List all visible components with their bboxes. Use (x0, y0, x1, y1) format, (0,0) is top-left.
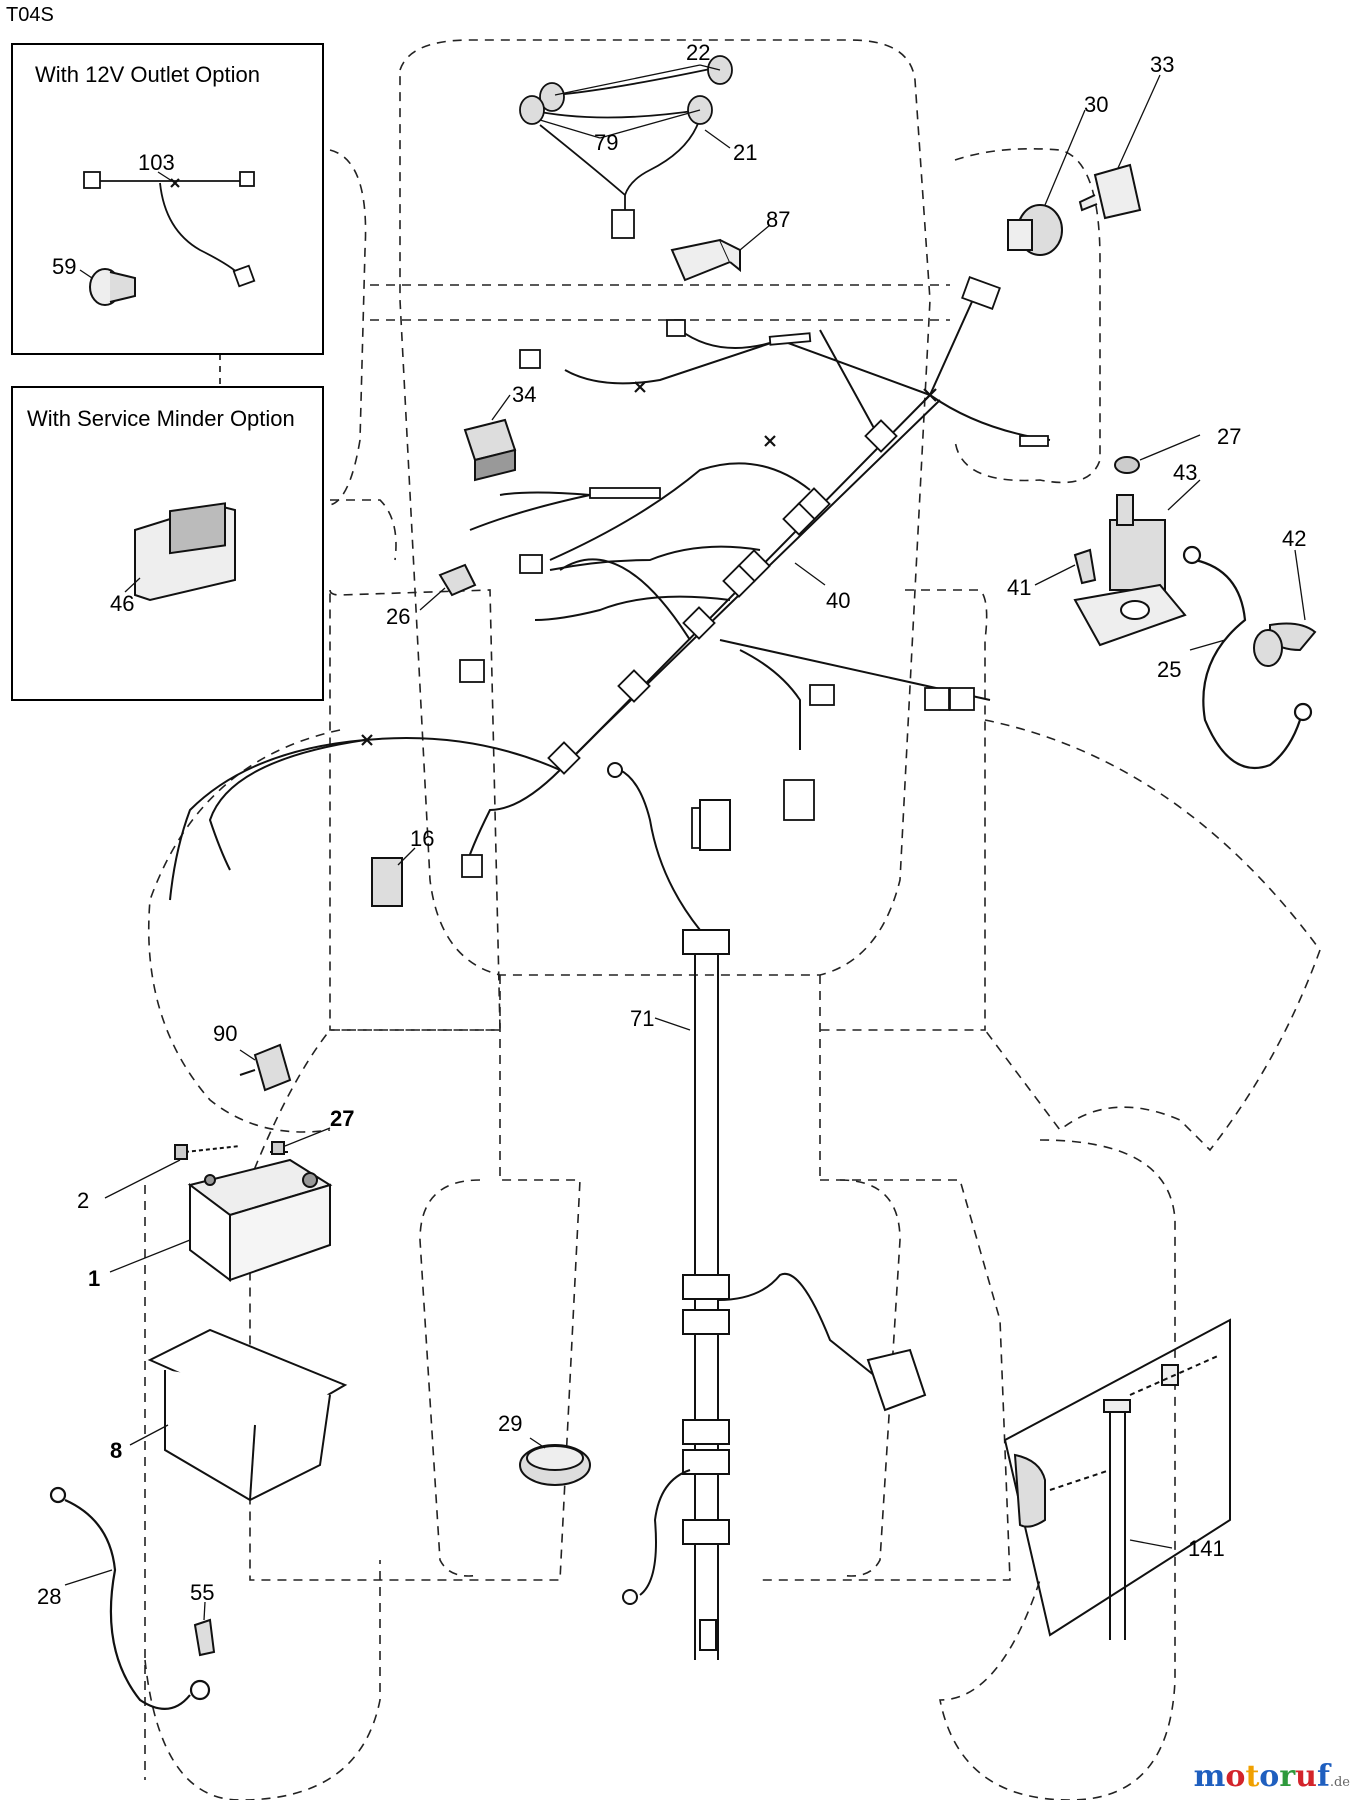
callout-8: 8 (110, 1438, 123, 1463)
service-minder-option-title: With Service Minder Option (27, 406, 295, 431)
callout-141: 141 (1188, 1536, 1225, 1561)
callout-40: 40 (826, 588, 851, 613)
splice-marks (170, 178, 937, 746)
callout-27-battery: 27 (330, 1106, 355, 1131)
watermark-letter: o (1225, 1759, 1246, 1794)
callout-42: 42 (1282, 526, 1307, 551)
headlight-harness (519, 55, 733, 239)
callout-79: 79 (594, 130, 619, 155)
ground-bolt (193, 1618, 216, 1657)
callout-22: 22 (686, 40, 711, 65)
mounting-bracket (1003, 1318, 1231, 1640)
callout-26: 26 (386, 604, 411, 629)
solenoid-nut (1114, 456, 1140, 474)
connector-16 (371, 857, 403, 907)
ignition-switch (1007, 204, 1063, 256)
terminal-boot (1253, 622, 1317, 667)
diagram-code: T04S (6, 4, 54, 26)
solenoid-cable (1182, 545, 1313, 770)
grommet (519, 1444, 591, 1486)
mounting-bolt (1073, 548, 1097, 585)
callout-28: 28 (37, 1584, 62, 1609)
callout-103: 103 (138, 150, 175, 175)
callout-55: 55 (190, 1580, 215, 1605)
watermark-logo: motoruf.de (1194, 1759, 1350, 1794)
starter-solenoid (1073, 494, 1187, 647)
outlet-option-title: With 12V Outlet Option (35, 62, 260, 87)
watermark-letter: f (1316, 1759, 1330, 1794)
rocker-switch (463, 418, 517, 482)
watermark-letter: r (1279, 1759, 1296, 1794)
battery-tray (147, 1328, 348, 1502)
harness-clips (547, 419, 975, 775)
ignition-key (1078, 163, 1142, 220)
callout-34: 34 (512, 382, 537, 407)
relay (670, 238, 741, 282)
callout-41: 41 (1007, 575, 1032, 600)
switch-90 (239, 1043, 292, 1092)
watermark-suffix: .de (1329, 1775, 1350, 1790)
fuse (438, 563, 477, 597)
callout-90: 90 (213, 1021, 238, 1046)
watermark-letter: t (1245, 1759, 1260, 1794)
callout-71: 71 (630, 1006, 655, 1031)
callout-59: 59 (52, 254, 77, 279)
watermark-letter: u (1295, 1759, 1317, 1794)
callout-29: 29 (498, 1411, 523, 1436)
callout-27-solenoid: 27 (1217, 424, 1242, 449)
callout-1: 1 (88, 1266, 101, 1291)
service-minder-display (134, 502, 236, 602)
callout-43: 43 (1173, 460, 1198, 485)
callout-25: 25 (1157, 657, 1182, 682)
callout-21: 21 (733, 140, 758, 165)
battery (174, 1141, 333, 1282)
callout-46: 46 (110, 591, 135, 616)
watermark-letter: m (1193, 1759, 1226, 1794)
callout-33: 33 (1150, 52, 1175, 77)
outlet-harness (83, 171, 256, 288)
callout-30: 30 (1084, 92, 1109, 117)
callout-2: 2 (77, 1188, 90, 1213)
outlet-option-box (11, 43, 324, 355)
watermark-letter: o (1259, 1759, 1280, 1794)
outlet-socket (89, 268, 136, 306)
leader-lines (64, 64, 1306, 1621)
callout-87: 87 (766, 207, 791, 232)
callout-16: 16 (410, 826, 435, 851)
rear-harness (607, 762, 927, 1660)
ground-cable (49, 1486, 211, 1710)
